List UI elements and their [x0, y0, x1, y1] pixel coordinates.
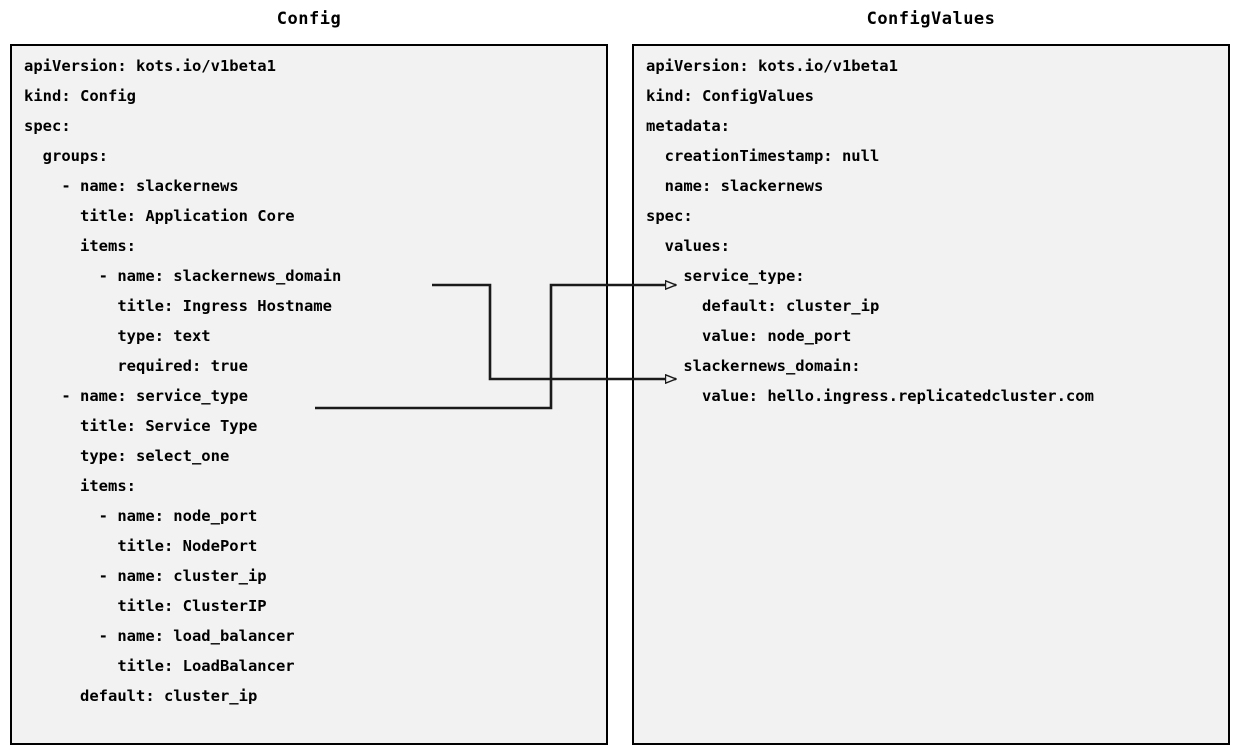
config-line-21: default: cluster_ip [24, 687, 258, 705]
config-line-15: - name: node_port [24, 507, 258, 525]
configvalues-line-11: value: hello.ingress.replicatedcluster.c… [646, 387, 1094, 405]
config-line-5: title: Application Core [24, 207, 295, 225]
configvalues-line-0: apiVersion: kots.io/v1beta1 [646, 57, 898, 75]
config-line-4: - name: slackernews [24, 177, 239, 195]
configvalues-line-6: values: [646, 237, 730, 255]
configvalues-line-10: slackernews_domain: [646, 357, 861, 375]
configvalues-line-5: spec: [646, 207, 693, 225]
config-line-7: - name: slackernews_domain [24, 267, 342, 285]
configvalues-yaml-panel: apiVersion: kots.io/v1beta1 kind: ConfigV… [632, 44, 1230, 745]
config-line-2: spec: [24, 117, 71, 135]
config-line-16: title: NodePort [24, 537, 258, 555]
config-line-8: title: Ingress Hostname [24, 297, 332, 315]
right-panel-title: ConfigValues [866, 9, 996, 29]
config-line-17: - name: cluster_ip [24, 567, 267, 585]
configvalues-line-7: service_type: [646, 267, 805, 285]
config-line-13: type: select_one [24, 447, 230, 465]
left-panel-title: Config [276, 9, 342, 29]
configvalues-line-3: creationTimestamp: null [646, 147, 880, 165]
config-line-10: required: true [24, 357, 248, 375]
configvalues-line-8: default: cluster_ip [646, 297, 880, 315]
config-line-14: items: [24, 477, 136, 495]
config-line-18: title: ClusterIP [24, 597, 267, 615]
config-line-1: kind: Config [24, 87, 136, 105]
config-code-block: apiVersion: kots.io/v1beta1 kind: Config s… [24, 51, 602, 711]
config-line-11: - name: service_type [24, 387, 248, 405]
config-line-6: items: [24, 237, 136, 255]
config-line-12: title: Service Type [24, 417, 258, 435]
config-line-20: title: LoadBalancer [24, 657, 295, 675]
config-yaml-panel: apiVersion: kots.io/v1beta1 kind: Config s… [10, 44, 608, 745]
configvalues-code-block: apiVersion: kots.io/v1beta1 kind: ConfigV… [646, 51, 1224, 411]
config-line-19: - name: load_balancer [24, 627, 295, 645]
configvalues-line-4: name: slackernews [646, 177, 824, 195]
configvalues-line-1: kind: ConfigValues [646, 87, 814, 105]
config-line-0: apiVersion: kots.io/v1beta1 [24, 57, 276, 75]
config-line-3: groups: [24, 147, 108, 165]
config-line-9: type: text [24, 327, 211, 345]
configvalues-line-2: metadata: [646, 117, 730, 135]
configvalues-line-9: value: node_port [646, 327, 852, 345]
